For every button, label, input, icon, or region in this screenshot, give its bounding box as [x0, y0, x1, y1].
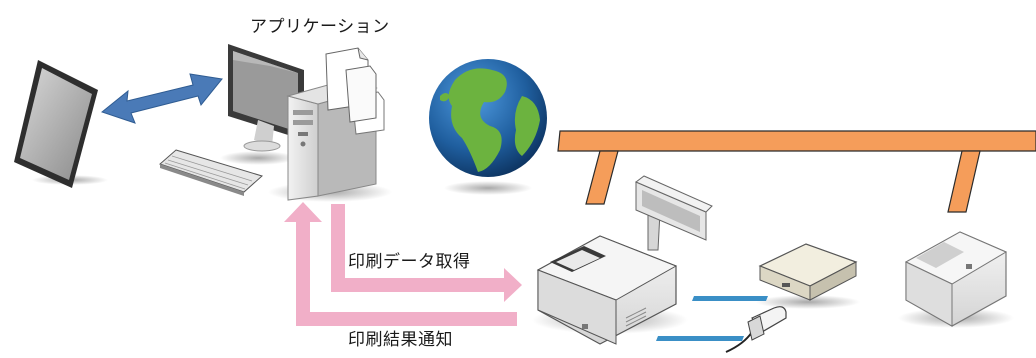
print-data-fetch-label: 印刷データ取得 — [348, 252, 471, 272]
print-result-notify-label: 印刷結果通知 — [348, 330, 453, 350]
print-flow-arrows — [284, 202, 522, 326]
pos-printer-with-display-icon — [532, 175, 713, 345]
globe-icon — [429, 59, 547, 195]
application-label: アプリケーション — [250, 17, 390, 37]
network-line — [557, 130, 1036, 213]
usb-cables — [656, 296, 768, 341]
sync-arrow — [100, 73, 223, 124]
print-result-notify-arrow — [284, 202, 517, 326]
documents-icon — [325, 47, 385, 135]
print-data-fetch-arrow — [331, 204, 522, 302]
desktop-pc-icon — [159, 44, 392, 202]
cash-drawer-icon — [756, 243, 860, 309]
tablet-icon — [14, 60, 108, 188]
receipt-printer-icon — [898, 231, 1014, 328]
barcode-scanner-icon — [725, 306, 787, 353]
